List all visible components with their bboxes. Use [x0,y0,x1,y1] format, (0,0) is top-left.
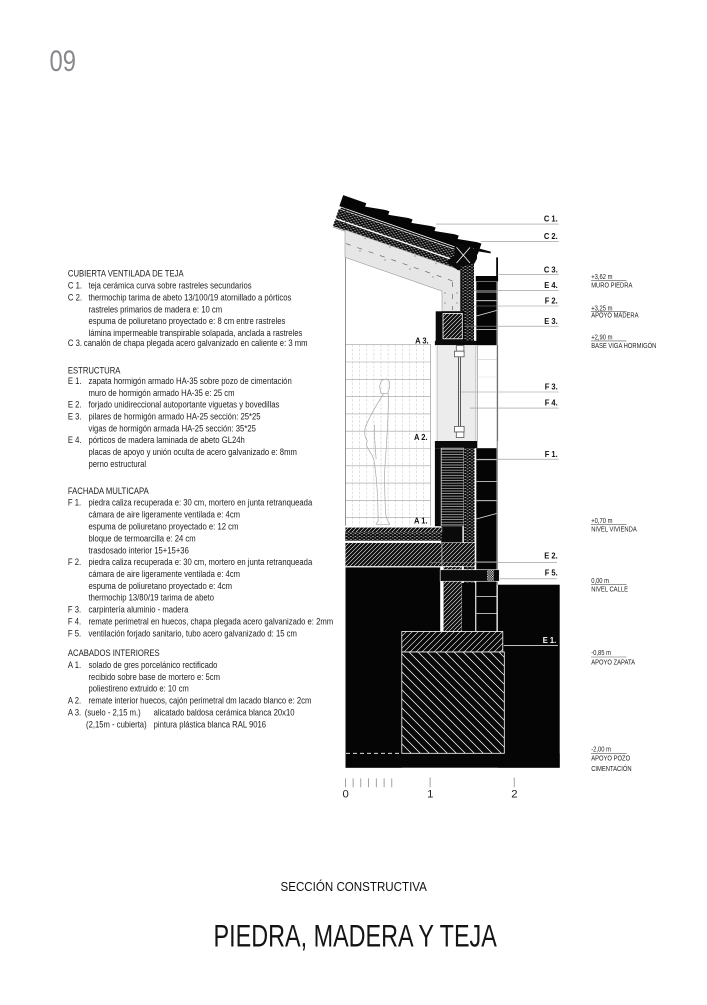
svg-text:E 3.: E 3. [68,411,82,422]
svg-text:remate perimetral en huecos, c: remate perimetral en huecos, chapa plega… [89,616,334,627]
svg-text:pórticos de madera laminada de: pórticos de madera laminada de abeto GL2… [89,434,246,445]
svg-text:BASE VIGA HORMIGÓN: BASE VIGA HORMIGÓN [591,340,656,350]
svg-text:thermochip 13/80/19 tarima de: thermochip 13/80/19 tarima de abeto [89,592,215,603]
svg-text:E 3.: E 3. [544,316,557,325]
svg-text:A 3.: A 3. [415,336,429,345]
svg-text:(suelo - 2,15 m.): (suelo - 2,15 m.) [85,707,141,718]
svg-text:C 2.: C 2. [68,292,82,303]
svg-text:zapata hormigón armado HA-35 s: zapata hormigón armado HA-35 sobre pozo … [89,375,292,386]
svg-text:-2,00 m: -2,00 m [591,746,611,754]
svg-text:carpintería aluminio - madera: carpintería aluminio - madera [89,604,189,615]
svg-text:trasdosado interior 15+15+36: trasdosado interior 15+15+36 [89,545,190,556]
svg-text:poliestireno extruido e: 10 cm: poliestireno extruido e: 10 cm [89,683,189,694]
svg-text:solado de gres porcelánico rec: solado de gres porcelánico rectificado [89,659,218,670]
svg-text:cámara de aire ligeramente ven: cámara de aire ligeramente ventilada e: … [89,568,241,579]
svg-text:E 4.: E 4. [544,281,557,290]
svg-text:recibido sobre base de mortero: recibido sobre base de mortero e: 5cm [89,671,220,682]
svg-text:09: 09 [50,45,77,78]
svg-text:F 5.: F 5. [545,568,558,577]
svg-text:C 2.: C 2. [544,232,558,241]
svg-text:ACABADOS INTERIORES: ACABADOS INTERIORES [68,647,160,658]
svg-text:espuma de poliuretano proyecta: espuma de poliuretano proyectado e: 12 c… [89,521,239,532]
svg-text:-0,85 m: -0,85 m [591,649,611,657]
svg-text:lámina impermeable transpirabl: lámina impermeable transpirable solapada… [89,327,303,338]
svg-text:+3,25 m: +3,25 m [591,305,613,313]
svg-text:2: 2 [511,789,517,801]
svg-text:0: 0 [342,789,348,801]
svg-text:E 1.: E 1. [68,375,82,386]
svg-text:F 4.: F 4. [545,398,558,407]
svg-text:ventilación forjado sanitario,: ventilación forjado sanitario, tubo acer… [89,628,297,639]
svg-text:thermochip tarima de abeto 13/: thermochip tarima de abeto 13/100/19 ato… [89,292,292,303]
svg-text:0,00 m: 0,00 m [591,577,609,585]
svg-text:A 2.: A 2. [68,695,81,706]
svg-text:C 1.: C 1. [68,280,82,291]
svg-text:espuma de poliuretano proyecta: espuma de poliuretano proyectado e: 8 cm… [89,315,286,326]
svg-text:pintura plástica blanca RAL 90: pintura plástica blanca RAL 9016 [154,719,267,730]
svg-text:piedra caliza recuperada e: 30: piedra caliza recuperada e: 30 cm, morte… [89,497,313,508]
svg-text:perno estructural: perno estructural [89,458,147,469]
svg-text:placas de apoyo y unión oculta: placas de apoyo y unión oculta de acero … [89,446,297,457]
svg-text:FACHADA MULTICAPA: FACHADA MULTICAPA [68,485,149,496]
svg-text:canalón de chapa plegada acero: canalón de chapa plegada acero galvaniza… [84,337,308,348]
svg-text:cámara de aire ligeramente ven: cámara de aire ligeramente ventilada e: … [89,509,241,520]
svg-text:espuma de poliuretano proyecta: espuma de poliuretano proyectado e: 4cm [89,580,232,591]
svg-text:NIVEL CALLE: NIVEL CALLE [591,586,628,594]
svg-text:A 1.: A 1. [414,516,428,525]
svg-text:APOYO MADERA: APOYO MADERA [591,312,639,320]
svg-text:F 1.: F 1. [545,449,558,458]
svg-text:APOYO POZO: APOYO POZO [591,755,630,763]
svg-text:APOYO ZAPATA: APOYO ZAPATA [591,659,635,667]
svg-text:F 2.: F 2. [68,556,81,567]
svg-text:PIEDRA, MADERA Y TEJA: PIEDRA, MADERA Y TEJA [214,917,497,953]
svg-text:SECCIÓN CONSTRUCTIVA: SECCIÓN CONSTRUCTIVA [281,879,428,894]
svg-text:forjado unidireccional autopor: forjado unidireccional autoportante vigu… [89,399,280,410]
svg-text:C 1.: C 1. [544,214,558,223]
svg-text:vigas de hormigón armada HA-2: vigas de hormigón armada HA-25 sección: … [89,423,257,434]
svg-text:F 1.: F 1. [68,497,81,508]
svg-text:rastreles primarios de madera: rastreles primarios de madera e: 10 cm [89,304,223,315]
svg-text:remate interior huecos, cajón: remate interior huecos, cajón perimetral… [89,695,312,706]
svg-text:+2,90 m: +2,90 m [591,334,613,342]
svg-text:CUBIERTA VENTILADA DE TEJA: CUBIERTA VENTILADA DE TEJA [68,268,184,279]
svg-text:E 4.: E 4. [68,434,82,445]
svg-text:C 3.: C 3. [68,337,82,348]
svg-text:F 3.: F 3. [545,382,558,391]
svg-text:NIVEL VIVIENDA: NIVEL VIVIENDA [591,526,637,534]
svg-text:E 2.: E 2. [68,399,82,410]
svg-text:+3,62 m: +3,62 m [591,274,613,282]
svg-text:+0,70 m: +0,70 m [591,517,613,525]
svg-text:ESTRUCTURA: ESTRUCTURA [68,365,121,376]
svg-text:1: 1 [427,789,433,801]
svg-text:A 3.: A 3. [68,707,81,718]
svg-text:F 3.: F 3. [68,604,81,615]
svg-text:F 4.: F 4. [68,616,81,627]
svg-text:A 2.: A 2. [414,433,428,442]
svg-text:F 2.: F 2. [545,296,558,305]
svg-text:CIMENTACIÓN: CIMENTACIÓN [591,763,632,773]
svg-text:bloque de termoarcilla e: 24 c: bloque de termoarcilla e: 24 cm [89,533,196,544]
svg-text:C 3.: C 3. [544,265,558,274]
svg-text:(2,15m - cubierta): (2,15m - cubierta) [86,719,147,730]
svg-text:A 1.: A 1. [68,659,81,670]
svg-text:pilares de hormigón armado HA-: pilares de hormigón armado HA-25 sección… [89,411,261,422]
svg-text:teja cerámica curva sobre rast: teja cerámica curva sobre rastreles secu… [89,280,252,291]
svg-text:E 1.: E 1. [543,636,556,645]
svg-text:muro de hormigón armado HA-35: muro de hormigón armado HA-35 e: 25 cm [89,387,235,398]
svg-text:piedra caliza recuperada e: 30: piedra caliza recuperada e: 30 cm, morte… [89,556,313,567]
svg-text:E 2.: E 2. [544,551,557,560]
svg-text:MURO PIEDRA: MURO PIEDRA [591,282,633,290]
svg-text:alicatado baldosa cerámica bla: alicatado baldosa cerámica blanca 20x10 [154,707,295,718]
svg-text:F 5.: F 5. [68,628,81,639]
